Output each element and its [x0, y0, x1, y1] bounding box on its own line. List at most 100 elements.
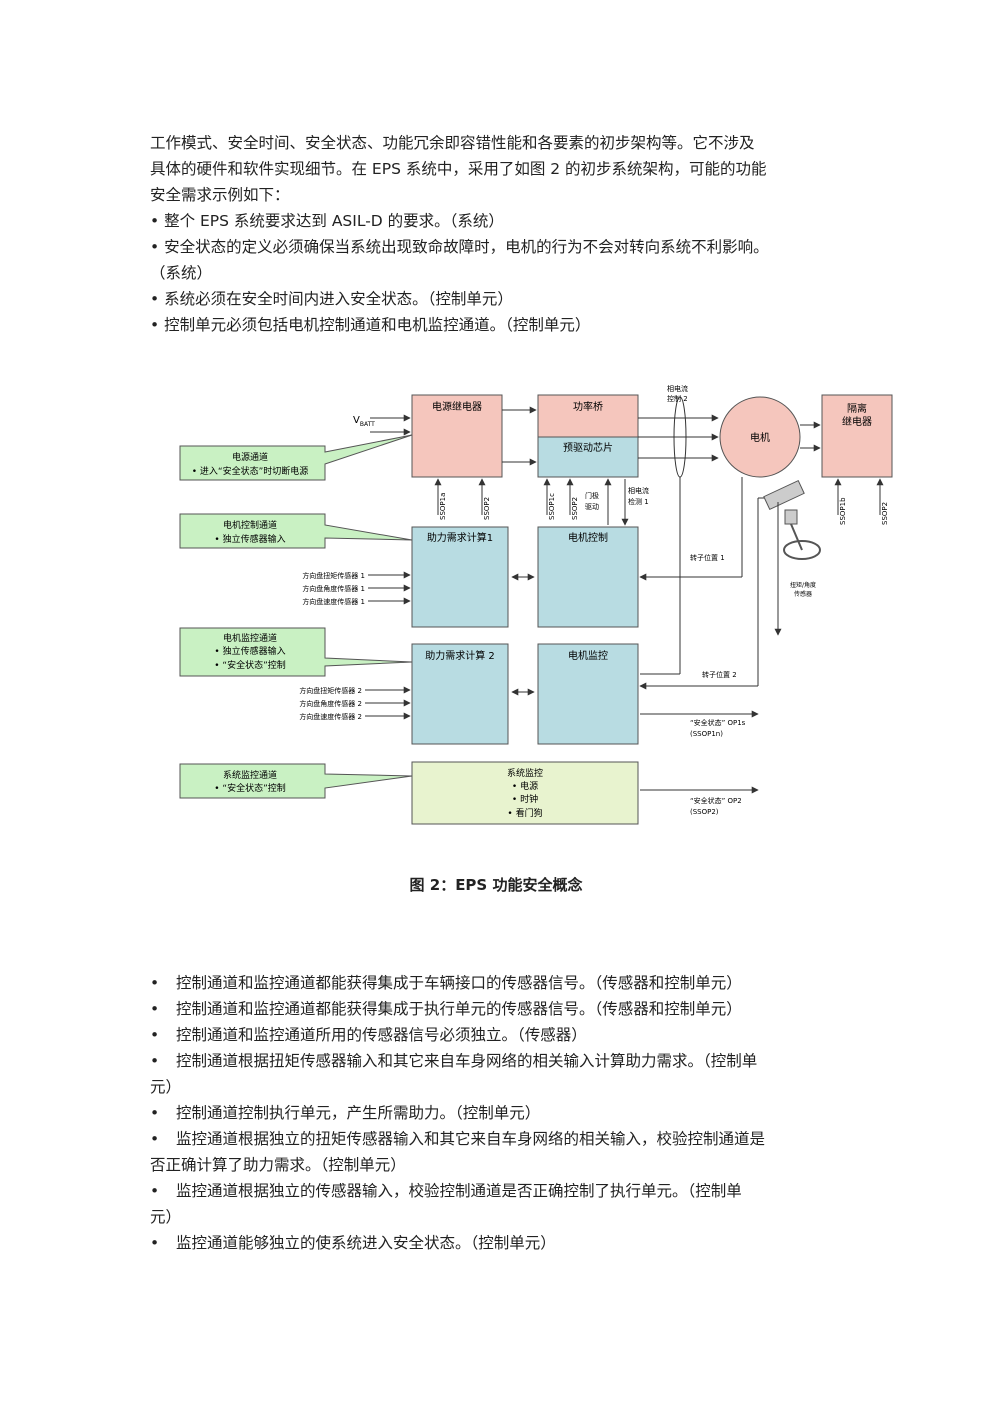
- bullet-marker: •: [150, 974, 160, 992]
- motor-monitor-label: 电机监控: [568, 649, 608, 662]
- bullet-marker: •: [150, 1000, 160, 1018]
- phase-current-det-label-1: 相电流: [628, 486, 649, 495]
- callout-mm-title: 电机监控通道: [223, 632, 277, 644]
- assist-calc-2-block: [411, 643, 509, 745]
- sensor-2-torque: 方向盘扭矩传感器 2: [299, 686, 362, 695]
- isolation-relay-label-1: 隔离: [847, 402, 867, 415]
- list-item-text: 监控通道能够独立的使系统进入安全状态。（控制单元）: [176, 1234, 556, 1252]
- list-item-continued: 元）: [150, 1208, 182, 1226]
- list-item-text: 控制通道和监控通道都能获得集成于车辆接口的传感器信号。（传感器和控制单元）: [176, 974, 742, 992]
- motor-monitor-block: [537, 643, 639, 745]
- eps-architecture-diagram: 电源继电器 VBATT 功率桥 预驱动芯片 相电流 控制 2 电机 隔离 继电器…: [179, 384, 893, 825]
- power-relay-block: [411, 394, 503, 478]
- sensor-2-speed: 方向盘速度传感器 2: [299, 712, 362, 721]
- system-monitor-item: • 看门狗: [507, 807, 542, 819]
- bullet-marker: •: [150, 1026, 160, 1044]
- torque-angle-sensor-label-1: 扭矩/角度: [790, 581, 816, 589]
- sensor-1-speed: 方向盘速度传感器 1: [302, 597, 365, 606]
- phase-current-det-label-2: 检测 1: [628, 497, 649, 506]
- intro-paragraph: 工作模式、安全时间、安全状态、功能冗余即容错性能和各要素的初步架构等。它不涉及 …: [150, 130, 850, 208]
- bullet-marker: •: [150, 1130, 160, 1148]
- requirements-list-top: • 整个 EPS 系统要求达到 ASIL-D 的要求。（系统） • 安全状态的定…: [150, 208, 850, 338]
- callout-system-monitor-channel: 系统监控通道 • “安全状态”控制: [179, 763, 413, 799]
- predriver-block: [537, 436, 639, 478]
- gate-drive-label-2: 驱动: [585, 502, 599, 511]
- list-item: • 控制通道和监控通道都能获得集成于执行单元的传感器信号。（传感器和控制单元）: [150, 996, 850, 1022]
- list-item: • 监控通道根据独立的传感器输入，校验控制通道是否正确控制了执行单元。（控制单: [150, 1178, 850, 1204]
- list-item: • 系统必须在安全时间内进入安全状态。（控制单元）: [150, 290, 513, 308]
- intro-line: 具体的硬件和软件实现细节。在 EPS 系统中，采用了如图 2 的初步系统架构，可…: [150, 160, 767, 178]
- system-monitor-title: 系统监控: [507, 767, 543, 779]
- callout-sys-title: 系统监控通道: [223, 769, 277, 781]
- callout-mm-text-1: • 独立传感器输入: [214, 645, 285, 657]
- intro-line: 安全需求示例如下：: [150, 186, 290, 204]
- callout-power-title: 电源通道: [232, 451, 268, 463]
- isolation-relay-label-2: 继电器: [842, 415, 872, 428]
- callout-power-channel: 电源通道 • 进入“安全状态”时切断电源: [179, 434, 413, 481]
- motor-label: 电机: [750, 431, 770, 444]
- callout-motor-monitor-channel: 电机监控通道 • 独立传感器输入 • “安全状态”控制: [179, 627, 413, 677]
- list-item: • 安全状态的定义必须确保当系统出现致命故障时，电机的行为不会对转向系统不利影响…: [150, 238, 769, 256]
- bullet-marker: •: [150, 1104, 160, 1122]
- ssop2-label-a: SSOP2: [483, 497, 491, 520]
- list-item-text: 控制通道和监控通道所用的传感器信号必须独立。（传感器）: [176, 1026, 587, 1044]
- sensor-1-torque: 方向盘扭矩传感器 1: [302, 571, 365, 580]
- list-item: •控制通道根据扭矩传感器输入和其它来自车身网络的相关输入计算助力需求。（控制单: [150, 1048, 850, 1074]
- system-monitor-item: • 时钟: [512, 793, 538, 805]
- figure-caption: 图 2：EPS 功能安全概念: [409, 876, 583, 894]
- phase-current-ctrl-label-2: 控制 2: [667, 394, 688, 403]
- safe-state-op2-label-1: “安全状态” OP2: [690, 796, 742, 805]
- list-item: • 控制通道和监控通道都能获得集成于车辆接口的传感器信号。（传感器和控制单元）: [150, 970, 850, 996]
- list-item-continued: 否正确计算了助力需求。（控制单元）: [150, 1156, 406, 1174]
- list-item: （系统）: [150, 264, 213, 282]
- ssop1a-label: SSOP1a: [439, 493, 447, 520]
- rotor-pos-1-label: 转子位置 1: [690, 553, 725, 562]
- bullet-marker: •: [150, 1182, 160, 1200]
- list-item-text: 监控通道根据独立的传感器输入，校验控制通道是否正确控制了执行单元。（控制单: [176, 1182, 742, 1200]
- callout-mm-text-2: • “安全状态”控制: [214, 659, 286, 671]
- safe-state-op2-label-2: (SSOP2): [690, 808, 719, 816]
- callout-power-text: • 进入“安全状态”时切断电源: [192, 465, 309, 477]
- power-bridge-block: [537, 394, 639, 438]
- power-relay-label: 电源继电器: [432, 400, 482, 413]
- list-item: • 监控通道能够独立的使系统进入安全状态。（控制单元）: [150, 1230, 850, 1256]
- safe-state-op1-label-1: “安全状态” OP1s: [690, 718, 746, 727]
- bullet-marker: •: [150, 1234, 160, 1252]
- isolation-relay-block: [821, 394, 893, 478]
- list-item-text: 控制通道控制执行单元，产生所需助力。（控制单元）: [176, 1104, 541, 1122]
- assist-calc-2-label: 助力需求计算 2: [425, 649, 495, 662]
- list-item: • 监控通道根据独立的扭矩传感器输入和其它来自车身网络的相关输入，校验控制通道是: [150, 1126, 850, 1152]
- system-monitor-block: [411, 761, 639, 825]
- list-item: • 控制通道控制执行单元，产生所需助力。（控制单元）: [150, 1100, 850, 1126]
- list-item: • 控制通道和监控通道所用的传感器信号必须独立。（传感器）: [150, 1022, 850, 1048]
- torque-angle-sensor-label-2: 传感器: [794, 590, 812, 598]
- power-bridge-label: 功率桥: [573, 400, 603, 413]
- callout-mc-title: 电机控制通道: [223, 519, 277, 531]
- list-item-continued: 元）: [150, 1078, 182, 1096]
- system-monitor-item: • 电源: [512, 780, 538, 792]
- motor-control-block: [537, 526, 639, 628]
- list-item-text: 监控通道根据独立的扭矩传感器输入和其它来自车身网络的相关输入，校验控制通道是: [176, 1130, 766, 1148]
- list-item: • 控制单元必须包括电机控制通道和电机监控通道。（控制单元）: [150, 316, 591, 334]
- vbatt-label: VBATT: [353, 415, 375, 428]
- list-item: • 整个 EPS 系统要求达到 ASIL-D 的要求。（系统）: [150, 212, 504, 230]
- assist-calc-1-label: 助力需求计算1: [427, 531, 493, 544]
- rotor-pos-2-label: 转子位置 2: [702, 670, 737, 679]
- sensor-1-angle: 方向盘角度传感器 1: [302, 584, 365, 593]
- callout-motor-control-channel: 电机控制通道 • 独立传感器输入: [179, 513, 413, 549]
- safe-state-op1-label-2: (SSOP1n): [690, 730, 723, 738]
- steering-wheel-icon: [763, 479, 821, 560]
- predriver-label: 预驱动芯片: [563, 441, 613, 454]
- motor-circle: [719, 396, 801, 478]
- sensor-2-angle: 方向盘角度传感器 2: [299, 699, 362, 708]
- list-item-text: 控制通道根据扭矩传感器输入和其它来自车身网络的相关输入计算助力需求。（控制单: [176, 1052, 758, 1070]
- list-item-text: 控制通道和监控通道都能获得集成于执行单元的传感器信号。（传感器和控制单元）: [176, 1000, 742, 1018]
- ssop1c-label: SSOP1c: [548, 493, 556, 520]
- assist-calc-1-block: [411, 526, 509, 628]
- motor-control-label: 电机控制: [568, 531, 608, 544]
- callout-sys-text: • “安全状态”控制: [214, 782, 286, 794]
- ssop2-label-c: SSOP2: [881, 502, 889, 525]
- phase-current-ctrl-label: 相电流: [667, 384, 688, 393]
- requirements-list-bottom: • 控制通道和监控通道都能获得集成于车辆接口的传感器信号。（传感器和控制单元） •…: [150, 970, 850, 1256]
- gate-drive-label-1: 门极: [585, 491, 599, 500]
